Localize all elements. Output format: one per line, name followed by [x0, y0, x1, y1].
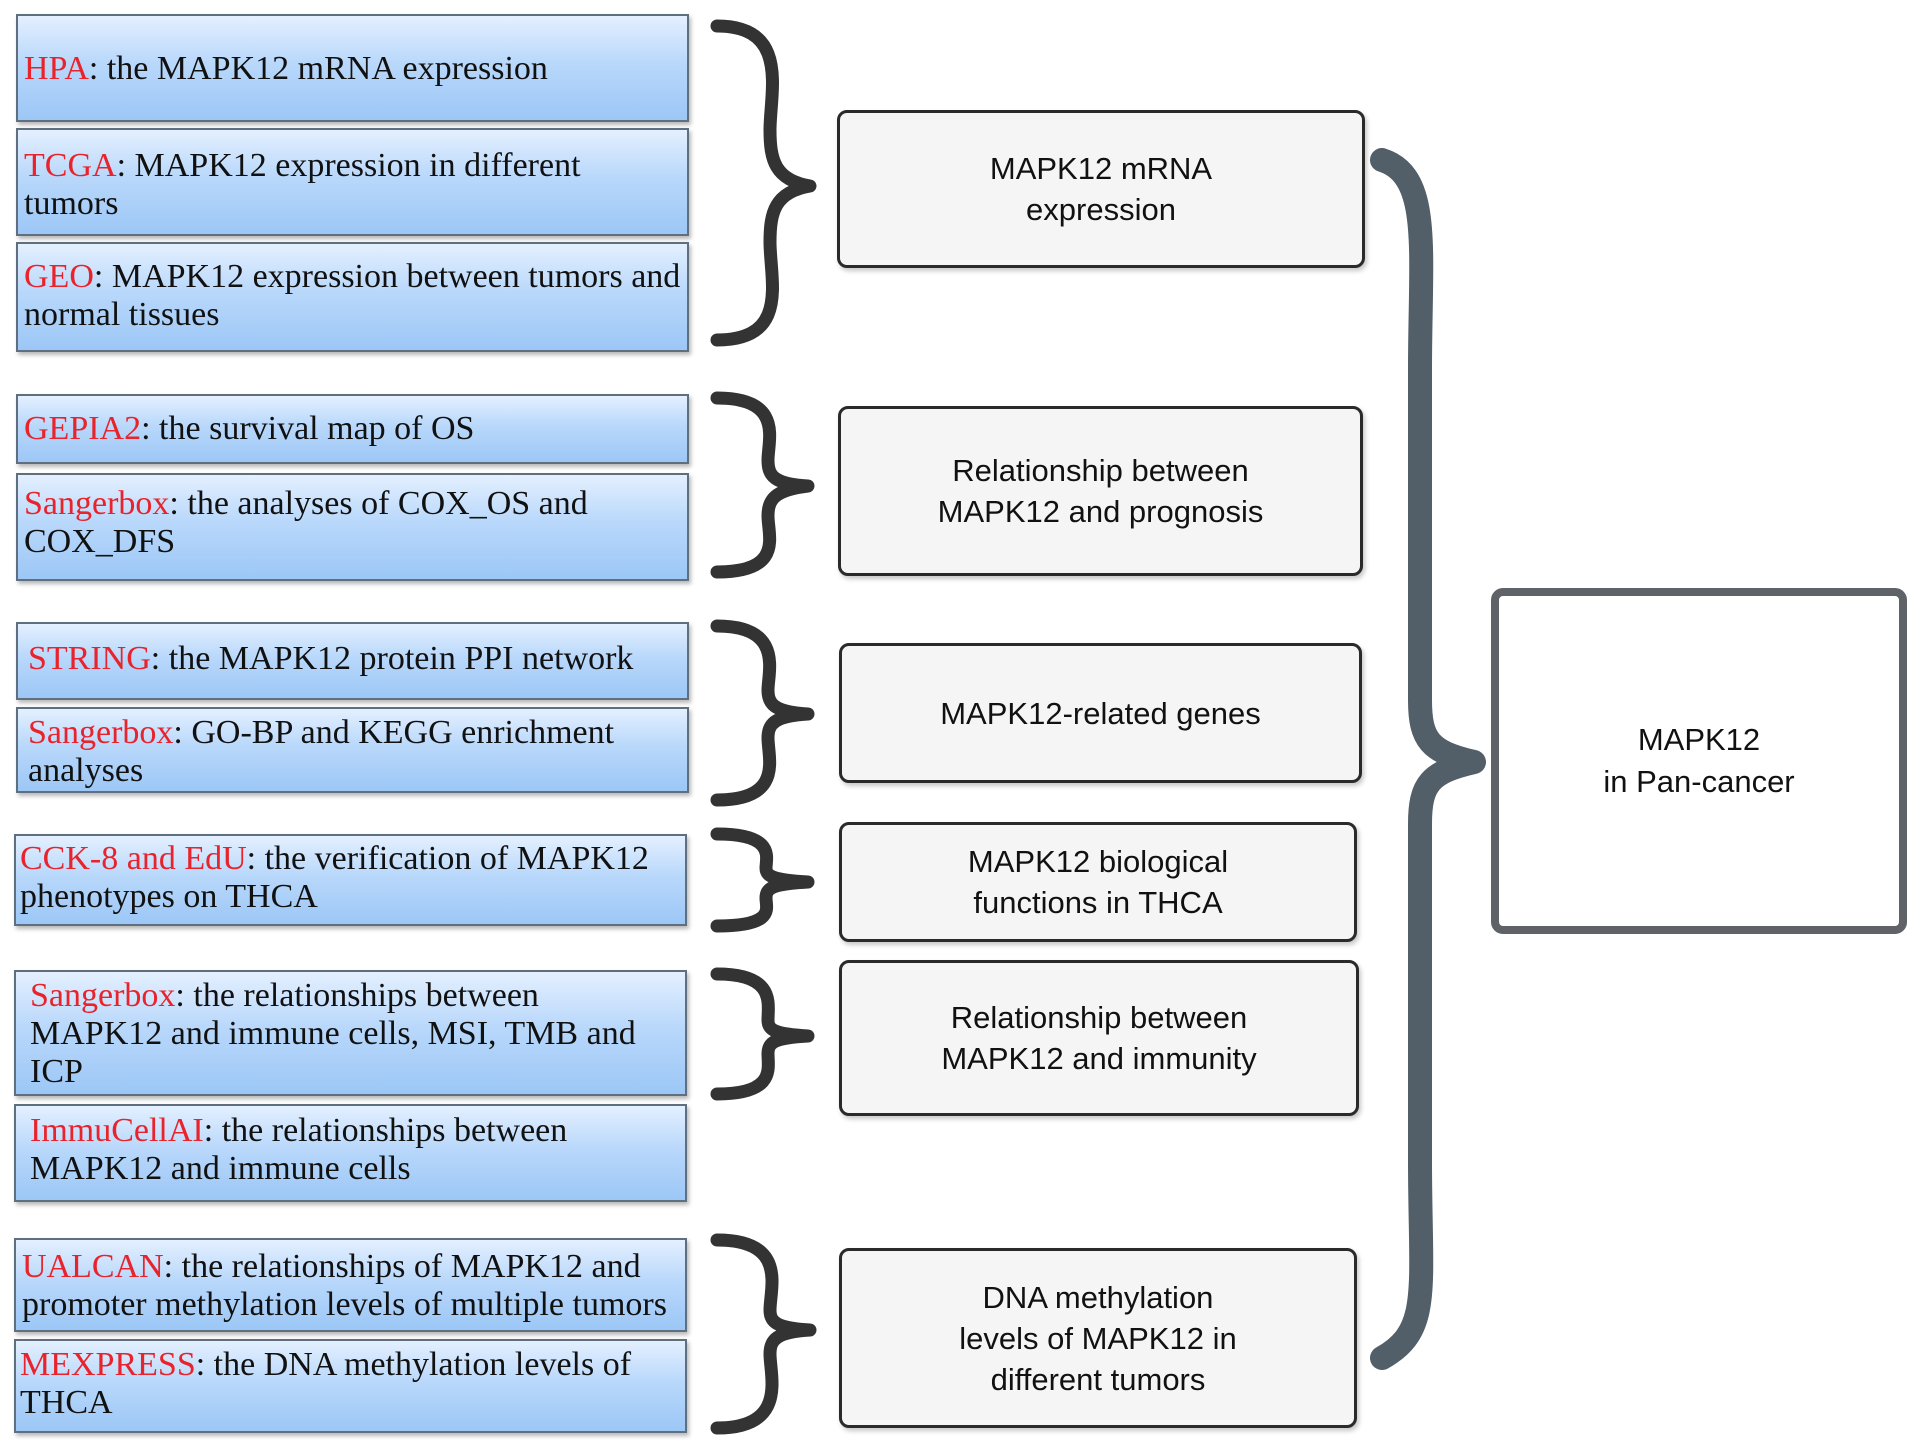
source-box-tcga: TCGA: MAPK12 expression in different tum…	[16, 128, 689, 236]
group-box-dna-methylation: DNA methylation levels of MAPK12 in diff…	[839, 1248, 1357, 1428]
source-tool-label: TCGA	[24, 147, 117, 184]
source-box-string: STRING: the MAPK12 protein PPI network	[16, 622, 689, 700]
source-box-cck8-edu: CCK-8 and EdU: the verification of MAPK1…	[14, 834, 687, 926]
final-box-pan-cancer: MAPK12 in Pan-cancer	[1491, 588, 1907, 934]
group-label: DNA methylation levels of MAPK12 in diff…	[959, 1279, 1237, 1397]
source-tool-label: GEO	[24, 258, 94, 295]
group-label: Relationship between MAPK12 and prognosi…	[937, 453, 1264, 529]
source-tool-label: ImmuCellAI	[30, 1112, 204, 1149]
source-description: : the analyses of COX_OS and COX_DFS	[24, 485, 588, 560]
brace-methylation	[710, 1233, 817, 1435]
source-description: : the MAPK12 mRNA expression	[88, 50, 548, 87]
source-description: : the relationships between MAPK12 and i…	[30, 977, 636, 1090]
source-box-sangerbox-cox: Sangerbox: the analyses of COX_OS and CO…	[16, 473, 689, 581]
source-description: : GO-BP and KEGG enrichment analyses	[28, 714, 615, 789]
brace-immunity	[710, 967, 815, 1101]
source-description: : the verification of MAPK12 phenotypes …	[20, 840, 649, 915]
source-box-gepia2: GEPIA2: the survival map of OS	[16, 394, 689, 464]
source-description: : the MAPK12 protein PPI network	[150, 640, 634, 677]
source-box-sangerbox-immune: Sangerbox: the relationships between MAP…	[14, 970, 687, 1096]
source-tool-label: MEXPRESS	[20, 1346, 196, 1383]
source-box-mexpress: MEXPRESS: the DNA methylation levels of …	[14, 1339, 687, 1433]
source-description: : the relationships between MAPK12 and i…	[30, 1112, 568, 1187]
group-box-mrna-expression: MAPK12 mRNA expression	[837, 110, 1365, 268]
source-description: : the relationships of MAPK12 and promot…	[22, 1248, 667, 1323]
brace-genes	[710, 619, 815, 807]
source-tool-label: GEPIA2	[24, 410, 142, 447]
source-box-geo: GEO: MAPK12 expression between tumors an…	[16, 242, 689, 352]
source-description: : the DNA methylation levels of THCA	[20, 1346, 632, 1421]
group-box-prognosis: Relationship between MAPK12 and prognosi…	[838, 406, 1363, 576]
brace-prognosis	[710, 391, 815, 579]
group-box-immunity: Relationship between MAPK12 and immunity	[839, 960, 1359, 1116]
group-label: MAPK12 biological functions in THCA	[967, 844, 1229, 920]
group-label: MAPK12 mRNA expression	[989, 151, 1213, 227]
group-box-related-genes: MAPK12-related genes	[839, 643, 1362, 783]
final-label: MAPK12 in Pan-cancer	[1603, 722, 1795, 799]
source-box-immucellai: ImmuCellAI: the relationships between MA…	[14, 1104, 687, 1202]
source-tool-label: UALCAN	[22, 1248, 164, 1285]
source-tool-label: Sangerbox	[24, 485, 170, 522]
brace-mrna	[710, 19, 817, 347]
source-tool-label: Sangerbox	[30, 977, 176, 1014]
source-description: : MAPK12 expression between tumors and n…	[24, 258, 681, 333]
source-tool-label: STRING	[28, 640, 151, 677]
source-description: : the survival map of OS	[141, 410, 475, 447]
group-box-biological-functions: MAPK12 biological functions in THCA	[839, 822, 1357, 942]
source-description: : MAPK12 expression in different tumors	[24, 147, 581, 222]
big-brace	[1370, 148, 1486, 1370]
source-box-sangerbox-enrichment: Sangerbox: GO-BP and KEGG enrichment ana…	[16, 707, 689, 793]
group-label: MAPK12-related genes	[940, 695, 1261, 731]
brace-functions	[710, 827, 815, 933]
group-label: Relationship between MAPK12 and immunity	[941, 1000, 1257, 1076]
source-tool-label: Sangerbox	[28, 714, 174, 751]
source-box-ualcan: UALCAN: the relationships of MAPK12 and …	[14, 1238, 687, 1332]
source-tool-label: HPA	[24, 50, 89, 87]
source-box-hpa: HPA: the MAPK12 mRNA expression	[16, 14, 689, 122]
source-tool-label: CCK-8 and EdU	[20, 840, 247, 877]
